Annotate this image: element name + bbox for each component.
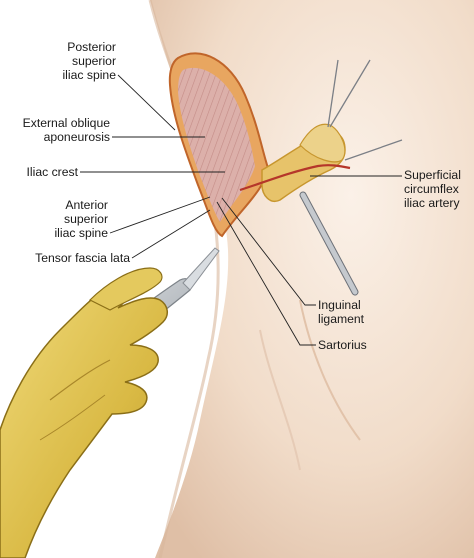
leader-anterior-superior-iliac-spine bbox=[109, 196, 211, 234]
surgical-flap bbox=[168, 52, 351, 238]
retractor-shaft bbox=[300, 192, 358, 295]
label-line: Superficial bbox=[404, 168, 461, 182]
label-external-oblique-aponeurosis: External oblique aponeurosis bbox=[0, 116, 110, 144]
label-line: Inguinal bbox=[318, 298, 361, 312]
label-line: superior bbox=[71, 54, 116, 68]
label-line: Tensor fascia lata bbox=[35, 251, 130, 265]
thigh-contour bbox=[259, 329, 301, 471]
retractor-hook-3 bbox=[344, 139, 403, 161]
label-posterior-superior-iliac-spine: Posterior superior iliac spine bbox=[18, 40, 116, 82]
label-line: aponeurosis bbox=[43, 130, 110, 144]
hand-in-glove-icon bbox=[0, 267, 168, 558]
label-line: Iliac crest bbox=[26, 165, 78, 179]
label-line: superior bbox=[63, 212, 108, 226]
glove-fold-2 bbox=[39, 394, 106, 441]
circumflex-artery-vessel bbox=[239, 164, 351, 192]
label-tensor-fascia-lata: Tensor fascia lata bbox=[0, 251, 130, 265]
leader-tensor-fascia-lata bbox=[131, 209, 211, 259]
fat-tongue bbox=[299, 123, 346, 163]
label-line: ligament bbox=[318, 312, 365, 326]
retractor-hook-1 bbox=[327, 59, 339, 128]
glove-hand bbox=[0, 281, 168, 558]
label-line: circumflex bbox=[404, 182, 459, 196]
label-line: iliac spine bbox=[54, 226, 108, 240]
label-line: Sartorius bbox=[318, 338, 367, 352]
retractor-icon bbox=[299, 59, 403, 296]
label-sartorius: Sartorius bbox=[318, 338, 398, 352]
label-line: Posterior bbox=[67, 40, 116, 54]
glove-fold bbox=[49, 359, 111, 401]
leader-lines bbox=[80, 74, 402, 346]
leader-inguinal-ligament bbox=[221, 197, 316, 306]
label-anterior-superior-iliac-spine: Anterior superior iliac spine bbox=[30, 198, 108, 240]
muscle-fibers bbox=[178, 67, 255, 222]
scalpel-blade bbox=[182, 247, 220, 291]
leader-sartorius bbox=[216, 201, 316, 346]
label-iliac-crest: Iliac crest bbox=[0, 165, 78, 179]
label-line: iliac spine bbox=[62, 68, 116, 82]
retractor-hook-2 bbox=[329, 59, 371, 128]
label-superficial-circumflex-iliac-artery: Superficial circumflex iliac artery bbox=[404, 168, 474, 210]
groin-crease bbox=[299, 299, 361, 441]
label-line: iliac artery bbox=[404, 196, 460, 210]
label-line: External oblique bbox=[22, 116, 110, 130]
label-inguinal-ligament: Inguinal ligament bbox=[318, 298, 398, 326]
glove-thumb bbox=[88, 267, 163, 311]
leader-posterior-superior-iliac-spine bbox=[117, 74, 176, 131]
label-line: Anterior bbox=[65, 198, 108, 212]
